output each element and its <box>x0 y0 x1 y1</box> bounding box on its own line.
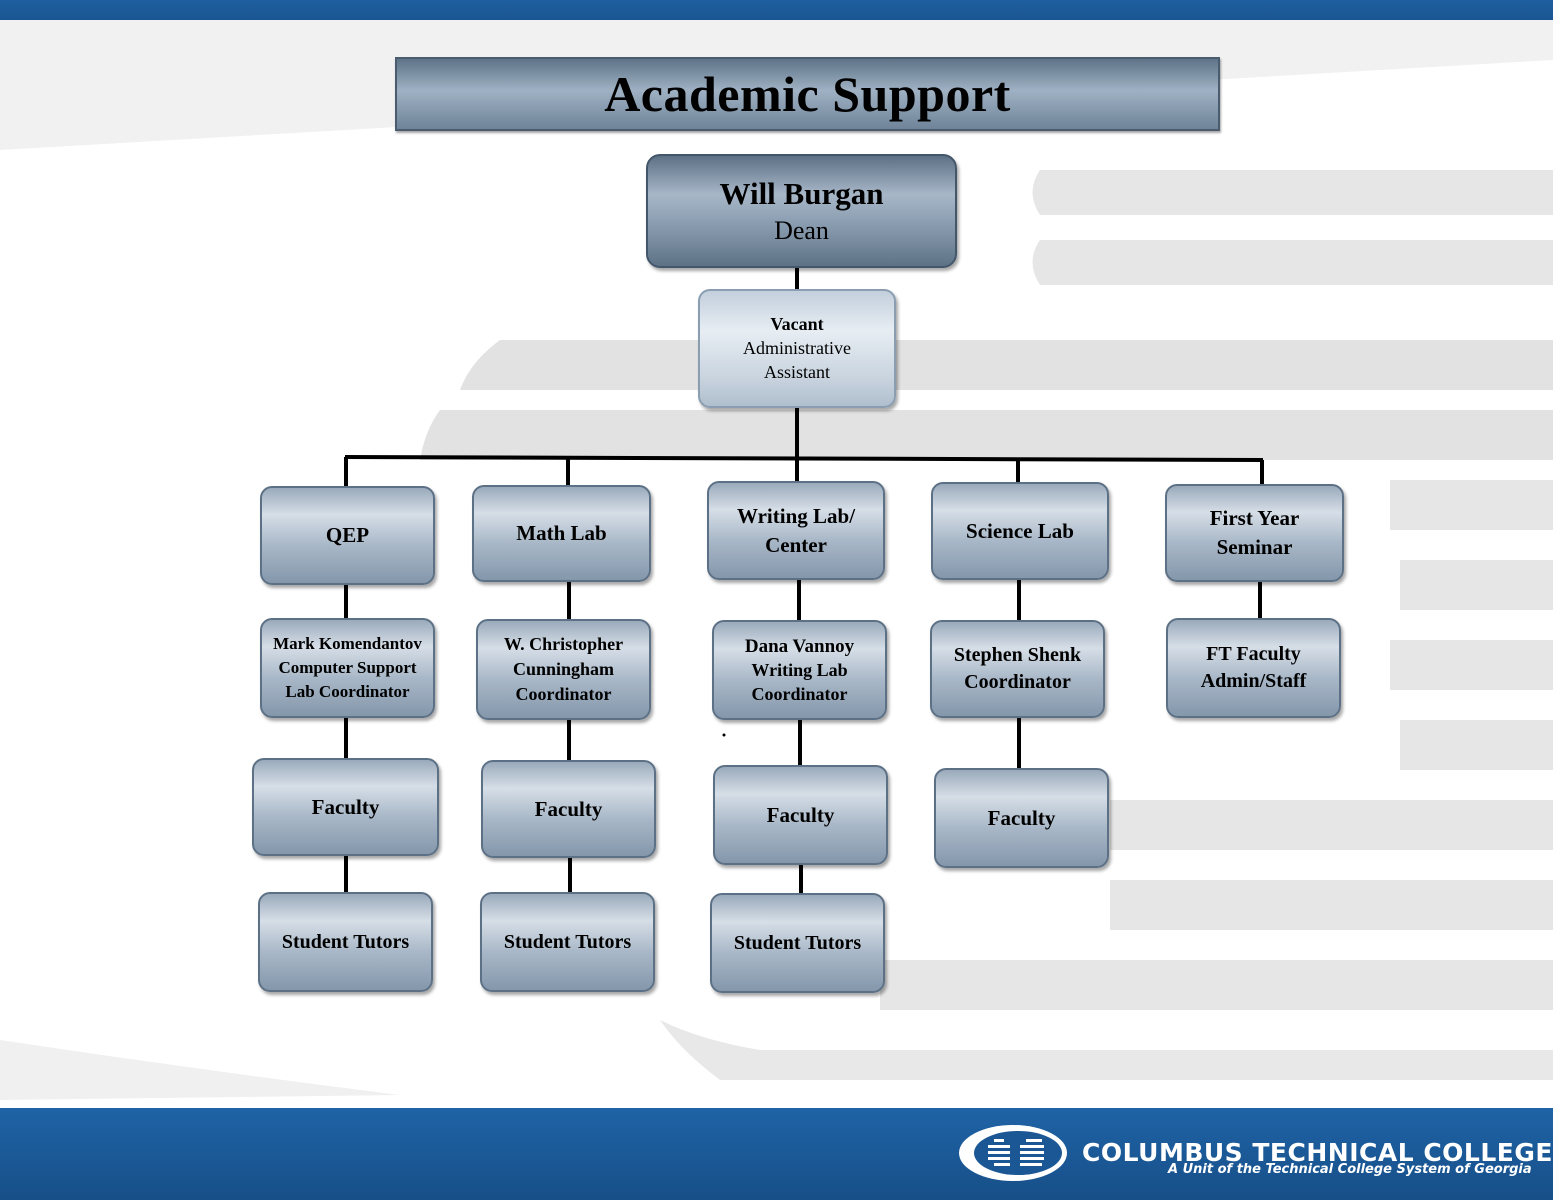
dept-writing-lab-label-line1: Writing Lab/ <box>736 503 856 528</box>
lead-science-lab: Stephen Shenk Coordinator <box>930 620 1105 718</box>
faculty-qep: Faculty <box>252 758 439 856</box>
faculty-writing-lab: Faculty <box>713 765 888 865</box>
lead-writing-line1: Dana Vannoy <box>744 635 855 657</box>
lead-math-lab: W. Christopher Cunningham Coordinator <box>476 619 651 720</box>
dept-math-lab-label: Math Lab <box>516 521 607 545</box>
dept-science-lab: Science Lab <box>931 482 1109 580</box>
lead-qep: Mark Komendantov Computer Support Lab Co… <box>260 618 435 718</box>
page-title: Academic Support <box>604 66 1011 122</box>
faculty-math-label: Faculty <box>534 796 603 821</box>
lead-first-year-seminar: FT Faculty Admin/Staff <box>1166 618 1341 718</box>
lead-qep-line2: Computer Support <box>278 658 417 677</box>
tutors-qep: Student Tutors <box>258 892 433 992</box>
faculty-math-lab: Faculty <box>481 760 656 858</box>
dept-math-lab: Math Lab <box>472 485 651 582</box>
dept-fys-label-line1: First Year <box>1209 506 1300 530</box>
tutors-qep-label: Student Tutors <box>281 930 410 953</box>
assistant-role-line1: Administrative <box>743 338 851 358</box>
dean-role: Dean <box>774 216 829 245</box>
faculty-writing-label: Faculty <box>766 802 835 827</box>
lead-math-line3: Coordinator <box>515 684 612 704</box>
dept-first-year-seminar: First Year Seminar <box>1165 484 1344 582</box>
lead-writing-line3: Coordinator <box>751 683 848 704</box>
tutors-math-label: Student Tutors <box>503 930 632 953</box>
dept-writing-lab-label-line2: Center <box>765 532 827 557</box>
footer-band <box>0 1108 1553 1200</box>
lead-fys-line1: FT Faculty <box>1206 643 1301 665</box>
lead-science-line1: Stephen Shenk <box>953 644 1082 666</box>
top-band <box>0 0 1553 20</box>
college-tagline: A Unit of the Technical College System o… <box>1168 1162 1532 1177</box>
lead-qep-line3: Lab Coordinator <box>285 682 410 701</box>
lead-writing-line2: Writing Lab <box>751 659 848 680</box>
assistant-box: Vacant Administrative Assistant <box>698 289 896 408</box>
dept-qep: QEP <box>260 486 435 585</box>
dept-science-lab-label: Science Lab <box>966 518 1074 543</box>
dean-name: Will Burgan <box>719 176 884 211</box>
faculty-science-label: Faculty <box>987 805 1056 830</box>
dean-box: Will Burgan Dean <box>646 154 957 268</box>
lead-writing-lab: Dana Vannoy Writing Lab Coordinator <box>712 620 887 720</box>
assistant-role-line2: Assistant <box>763 362 830 382</box>
lead-fys-line2: Admin/Staff <box>1200 670 1307 692</box>
lead-qep-line1: Mark Komendantov <box>273 634 422 653</box>
lead-science-line2: Coordinator <box>964 671 1071 693</box>
tutors-writing-label: Student Tutors <box>733 931 862 954</box>
dept-fys-label-line2: Seminar <box>1216 535 1293 559</box>
dept-writing-lab: Writing Lab/ Center <box>707 481 885 580</box>
connector-horizontal <box>344 455 1264 462</box>
college-logo <box>959 1125 1067 1181</box>
tutors-math-lab: Student Tutors <box>480 892 655 992</box>
lead-math-line1: W. Christopher <box>503 634 624 654</box>
dept-qep-label: QEP <box>325 523 370 547</box>
title-banner: Academic Support <box>395 57 1220 131</box>
faculty-qep-label: Faculty <box>311 794 380 819</box>
lead-math-line2: Cunningham <box>512 659 615 679</box>
assistant-name: Vacant <box>770 314 824 334</box>
tutors-writing-lab: Student Tutors <box>710 893 885 993</box>
college-name: COLUMBUS TECHNICAL COLLEGE <box>1082 1138 1553 1167</box>
faculty-science-lab: Faculty <box>934 768 1109 868</box>
